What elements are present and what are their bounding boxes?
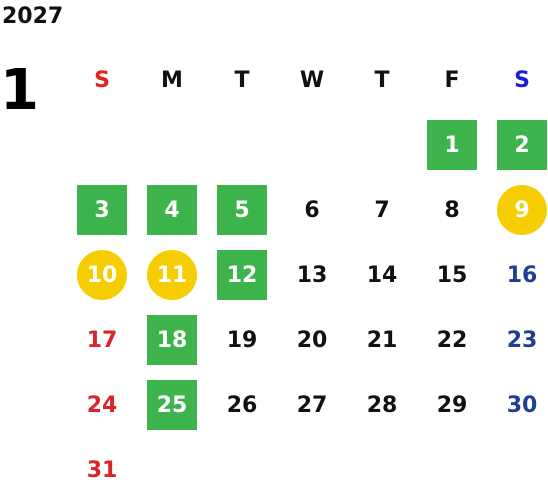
day-number: 21 [366, 328, 398, 353]
gold-circle-marker [77, 250, 127, 300]
day-number: 28 [366, 393, 398, 418]
year-label: 2027 [2, 4, 64, 29]
day-cell-22[interactable]: 22 [417, 308, 487, 373]
green-square-marker [77, 185, 127, 235]
day-number: 2 [514, 133, 530, 158]
weekday-header-0: S [94, 67, 110, 93]
weekday-header-1: M [161, 67, 183, 93]
day-cell-16[interactable]: 16 [487, 243, 548, 308]
day-number: 25 [156, 393, 188, 418]
day-number: 22 [436, 328, 468, 353]
gold-circle-marker [497, 185, 547, 235]
day-number: 30 [506, 393, 538, 418]
empty-day-cell [67, 113, 137, 178]
day-number: 17 [86, 328, 118, 353]
day-cell-30[interactable]: 30 [487, 373, 548, 438]
day-cell-28[interactable]: 28 [347, 373, 417, 438]
day-cell-2[interactable]: 2 [487, 113, 548, 178]
day-number: 1 [444, 133, 460, 158]
day-cell-23[interactable]: 23 [487, 308, 548, 373]
day-number: 31 [86, 458, 118, 483]
day-number: 18 [156, 328, 188, 353]
weekday-header-4: T [374, 67, 390, 93]
day-cell-14[interactable]: 14 [347, 243, 417, 308]
day-cell-31[interactable]: 31 [67, 438, 137, 503]
day-number: 3 [94, 198, 110, 223]
day-number: 12 [226, 263, 258, 288]
day-cell-20[interactable]: 20 [277, 308, 347, 373]
green-square-marker [217, 250, 267, 300]
day-number: 15 [436, 263, 468, 288]
day-number: 27 [296, 393, 328, 418]
day-cell-15[interactable]: 15 [417, 243, 487, 308]
empty-day-cell [277, 113, 347, 178]
empty-day-cell [347, 113, 417, 178]
weekday-header-5: F [444, 67, 460, 93]
green-square-marker [147, 315, 197, 365]
day-cell-24[interactable]: 24 [67, 373, 137, 438]
day-number: 13 [296, 263, 328, 288]
day-number: 10 [86, 263, 118, 288]
day-number: 5 [234, 198, 250, 223]
day-cell-8[interactable]: 8 [417, 178, 487, 243]
day-cell-18[interactable]: 18 [137, 308, 207, 373]
green-square-marker [147, 185, 197, 235]
day-cell-4[interactable]: 4 [137, 178, 207, 243]
day-cell-19[interactable]: 19 [207, 308, 277, 373]
green-square-marker [147, 380, 197, 430]
day-cell-11[interactable]: 11 [137, 243, 207, 308]
day-cell-25[interactable]: 25 [137, 373, 207, 438]
empty-day-cell [207, 113, 277, 178]
day-number: 14 [366, 263, 398, 288]
day-number: 24 [86, 393, 118, 418]
green-square-marker [427, 120, 477, 170]
day-number: 19 [226, 328, 258, 353]
day-cell-3[interactable]: 3 [67, 178, 137, 243]
day-number: 29 [436, 393, 468, 418]
day-number: 23 [506, 328, 538, 353]
day-number: 26 [226, 393, 258, 418]
day-number: 7 [374, 198, 390, 223]
day-cell-13[interactable]: 13 [277, 243, 347, 308]
day-number: 20 [296, 328, 328, 353]
day-cell-27[interactable]: 27 [277, 373, 347, 438]
weekday-header-6: S [514, 67, 530, 93]
day-cell-7[interactable]: 7 [347, 178, 417, 243]
day-number: 8 [444, 198, 460, 223]
day-cell-26[interactable]: 26 [207, 373, 277, 438]
day-number: 4 [164, 198, 180, 223]
day-cell-6[interactable]: 6 [277, 178, 347, 243]
green-square-marker [497, 120, 547, 170]
empty-day-cell [137, 113, 207, 178]
green-square-marker [217, 185, 267, 235]
day-number: 9 [514, 198, 530, 223]
day-cell-12[interactable]: 12 [207, 243, 277, 308]
day-cell-29[interactable]: 29 [417, 373, 487, 438]
day-cell-17[interactable]: 17 [67, 308, 137, 373]
day-cell-1[interactable]: 1 [417, 113, 487, 178]
day-cell-21[interactable]: 21 [347, 308, 417, 373]
gold-circle-marker [147, 250, 197, 300]
weekday-header-2: T [234, 67, 250, 93]
day-cell-9[interactable]: 9 [487, 178, 548, 243]
month-number: 1 [0, 58, 39, 123]
weekday-header-3: W [299, 67, 325, 93]
day-number: 6 [304, 198, 320, 223]
day-number: 16 [506, 263, 538, 288]
day-cell-10[interactable]: 10 [67, 243, 137, 308]
day-number: 11 [156, 263, 188, 288]
day-cell-5[interactable]: 5 [207, 178, 277, 243]
